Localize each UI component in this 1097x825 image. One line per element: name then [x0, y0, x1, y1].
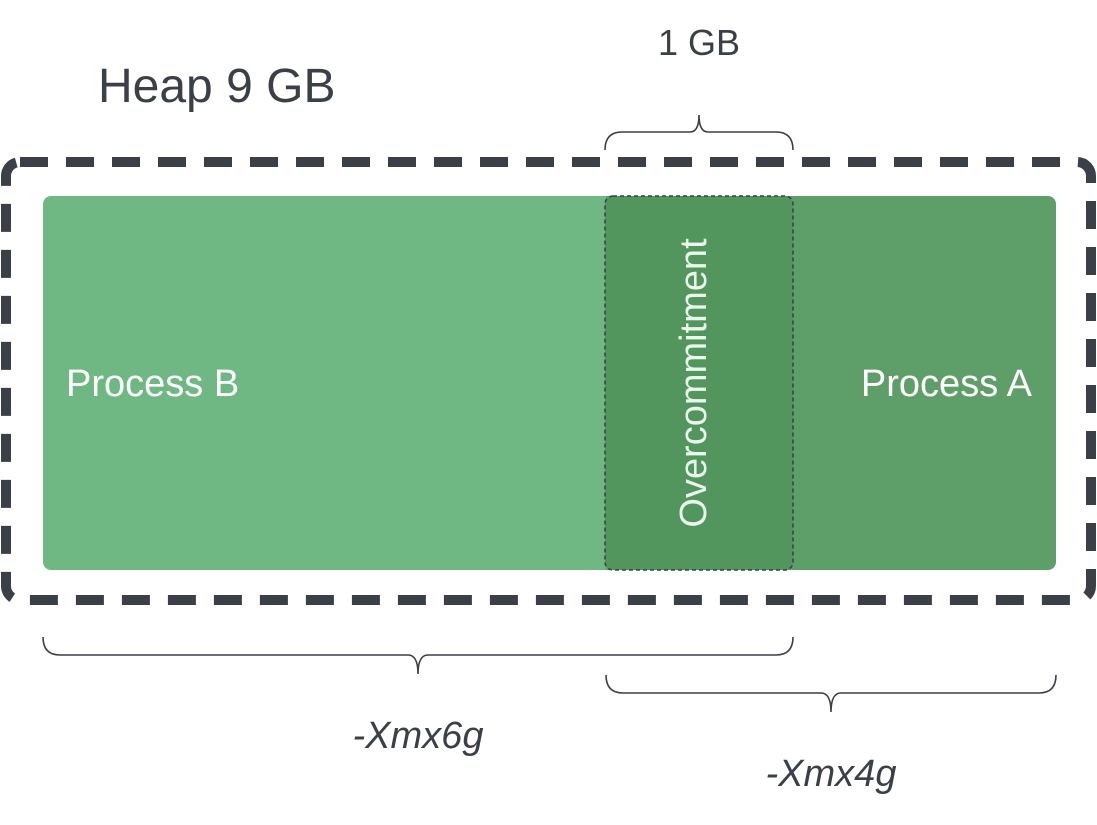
overcommit-size-label: 1 GB	[658, 22, 740, 63]
process-b-segment	[43, 196, 643, 570]
heap-boundary	[1, 157, 1096, 605]
overcommitment-label: Overcommitment	[673, 238, 715, 528]
process-b-limit-brace	[42, 636, 794, 675]
process-a-label: Process A	[861, 363, 1033, 405]
process-a-limit-label: -Xmx4g	[766, 753, 897, 795]
overcommitment-segment	[604, 195, 794, 571]
process-b-limit-label: -Xmx6g	[353, 715, 484, 757]
process-b-label: Process B	[66, 363, 239, 405]
process-b-segment-fill	[560, 196, 606, 570]
overcommit-brace	[604, 114, 794, 151]
heap-title: Heap 9 GB	[98, 60, 335, 113]
process-a-limit-brace	[605, 674, 1057, 713]
